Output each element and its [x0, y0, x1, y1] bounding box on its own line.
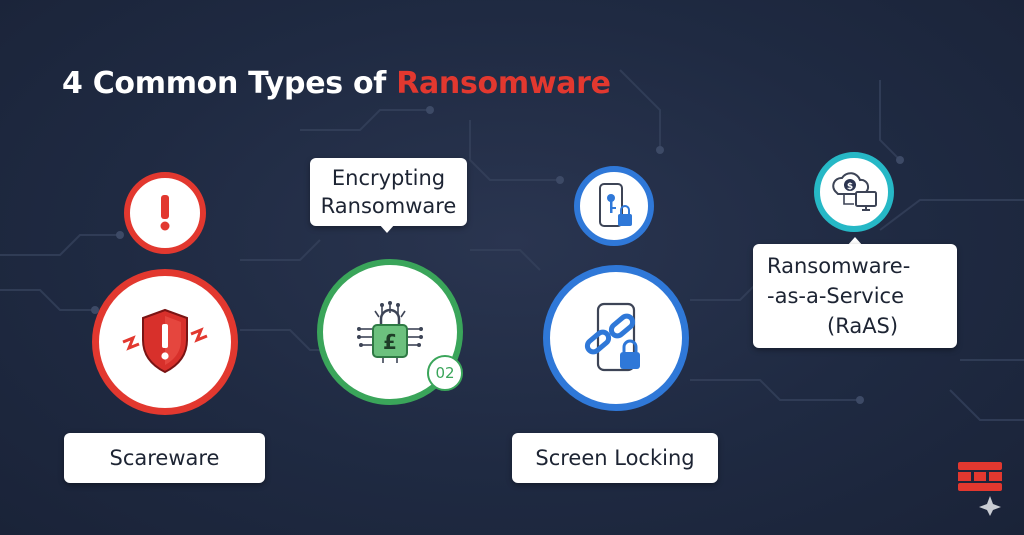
scareware-label: Scareware [64, 433, 265, 483]
svg-text:£: £ [383, 330, 397, 354]
raas-label-line-1: Ransomware- [767, 254, 911, 278]
screen-locking-main-circle [543, 265, 689, 411]
raas-label-line-3: (RaAS) [827, 314, 899, 338]
exclamation-icon [160, 195, 170, 231]
screen-locking-label: Screen Locking [512, 433, 718, 483]
shield-alert-icon [122, 308, 208, 374]
raas-label-line-2: -as-a-Service [767, 284, 905, 308]
title-highlight: Ransomware [396, 66, 611, 101]
svg-text:$: $ [847, 182, 853, 192]
encrypting-ransomware-label: Encrypting Ransomware [310, 158, 467, 226]
step-badge: 02 [427, 355, 463, 391]
title-prefix: 4 Common Types of [62, 66, 387, 101]
callout-pointer [379, 224, 395, 233]
encrypting-label-line-1: Encrypting [331, 166, 446, 190]
page-title: 4 Common Types of Ransomware [62, 66, 611, 101]
phone-key-lock-icon [599, 183, 632, 227]
scareware-small-circle [124, 172, 206, 254]
encrypting-label-line-2: Ransomware [320, 194, 457, 218]
scareware-main-circle [92, 269, 238, 415]
step-badge-text: 02 [435, 364, 455, 382]
circuit-lock-icon: £ [357, 301, 423, 363]
fortinet-logo [958, 462, 1002, 516]
phone-chain-lock-icon [584, 302, 640, 372]
callout-pointer [847, 237, 863, 246]
screen-locking-small-circle [574, 166, 654, 246]
raas-small-circle: $ [814, 152, 894, 232]
raas-label: Ransomware- -as-a-Service (RaAS) [753, 244, 957, 348]
cloud-dollar-computer-icon: $ [832, 172, 877, 211]
